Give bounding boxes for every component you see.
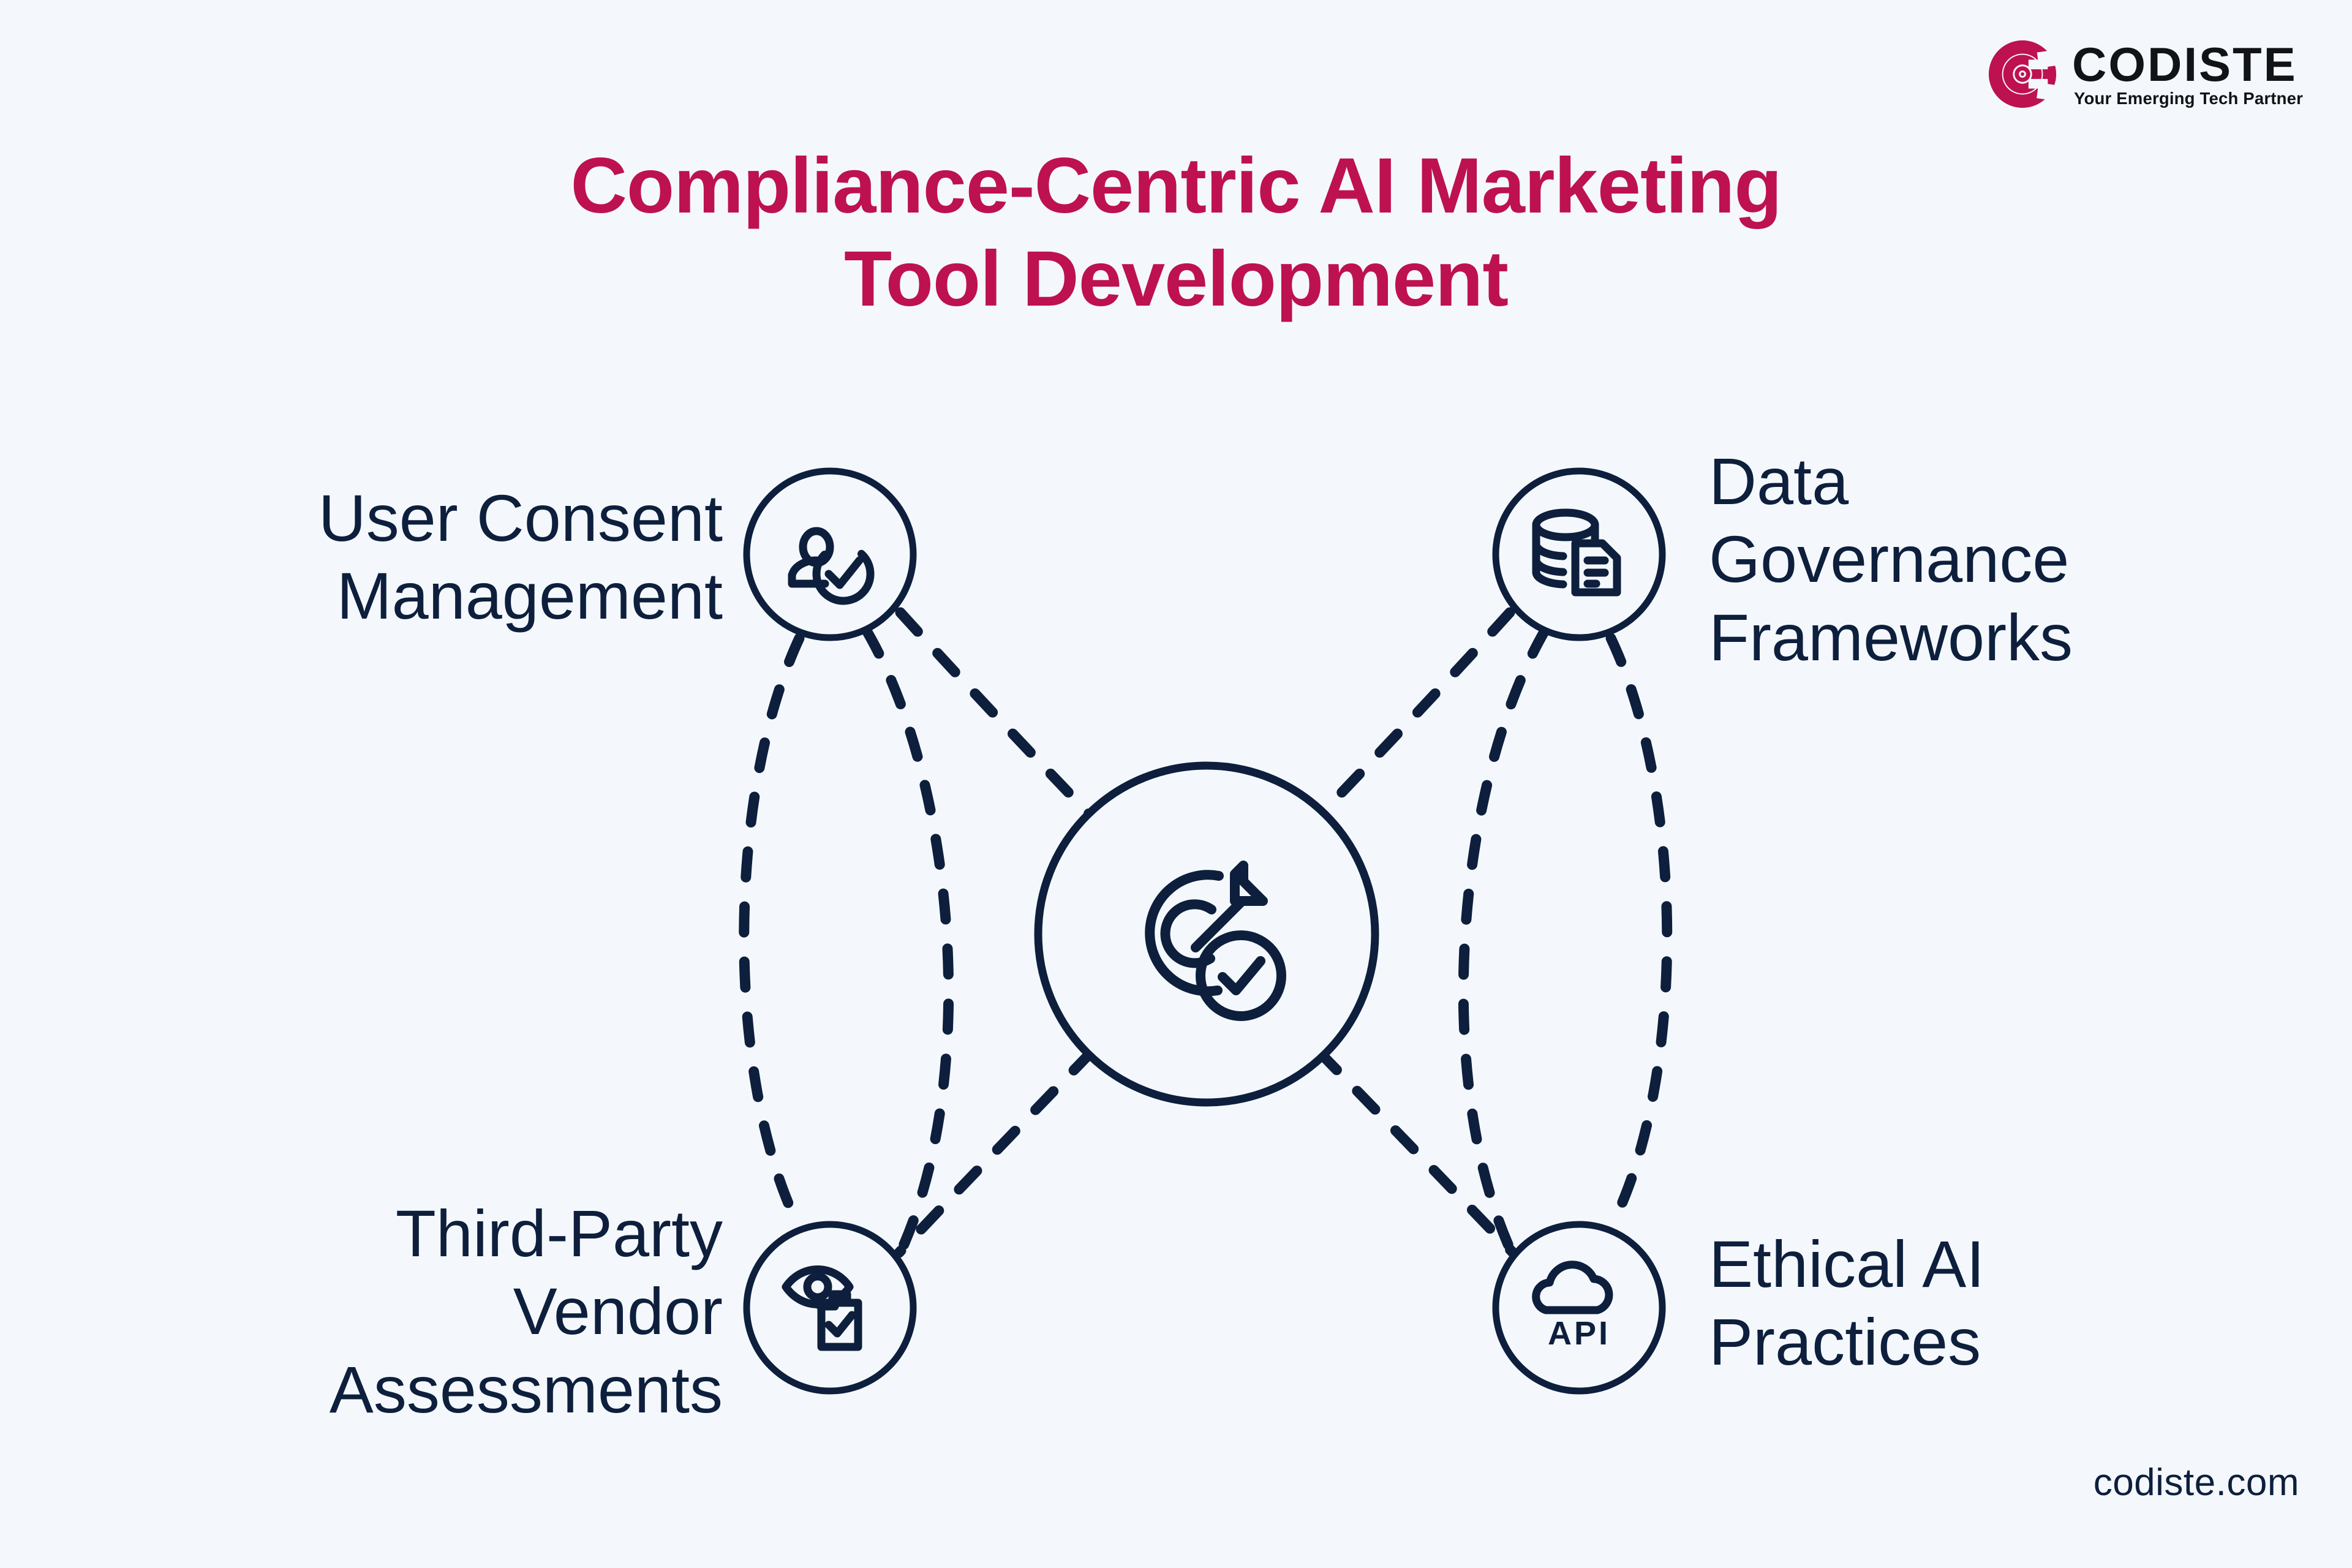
connector-right-arc: [1605, 633, 1673, 1231]
brand-wordmark: CODISTE: [2072, 37, 2297, 91]
node-circle: [1492, 1221, 1666, 1395]
connector-inner-right-arc: [1458, 625, 1550, 1258]
target-arrow-check-icon: [1145, 861, 1286, 1021]
connector-tr-bl: [894, 607, 1515, 1258]
connector-inner-left-arc: [861, 625, 954, 1258]
brand-logo: CODISTE Your Emerging Tech Partner: [1986, 38, 2303, 110]
node-label-data-governance-frameworks: Data Governance Frameworks: [1709, 444, 2073, 674]
codiste-logo-mark-icon: [1988, 40, 2059, 108]
connector-left-arc: [739, 633, 805, 1231]
node-user-consent-management[interactable]: [743, 467, 917, 641]
node-label-third-party-vendor-assessments: Third-Party Vendor Assessments: [329, 1196, 723, 1427]
node-ethical-ai-practices[interactable]: API: [1492, 1221, 1666, 1395]
node-label-user-consent-management: User Consent Management: [318, 481, 723, 633]
node-third-party-vendor-assessments[interactable]: [743, 1221, 917, 1395]
connector-tl-br: [895, 607, 1518, 1258]
node-label-ethical-ai-practices: Ethical AI Practices: [1709, 1227, 1985, 1379]
center-node[interactable]: [1034, 761, 1379, 1107]
brand-tagline: Your Emerging Tech Partner: [2074, 88, 2303, 108]
center-node-circle: [1034, 761, 1379, 1107]
user-check-icon: [788, 527, 875, 605]
brand-logo-text: CODISTE Your Emerging Tech Partner: [2072, 37, 2303, 108]
node-circle: [1492, 467, 1666, 641]
node-circle: [743, 1221, 917, 1395]
database-document-icon: [1532, 508, 1621, 597]
node-data-governance-frameworks[interactable]: [1492, 467, 1666, 641]
node-circle: [743, 467, 917, 641]
cloud-api-icon: [1532, 1261, 1613, 1314]
eye-clipboard-check-icon: [782, 1265, 862, 1351]
api-label: API: [1548, 1315, 1610, 1352]
footer-website-url[interactable]: codiste.com: [2093, 1461, 2299, 1504]
page-title: Compliance-Centric AI Marketing Tool Dev…: [570, 142, 1782, 323]
